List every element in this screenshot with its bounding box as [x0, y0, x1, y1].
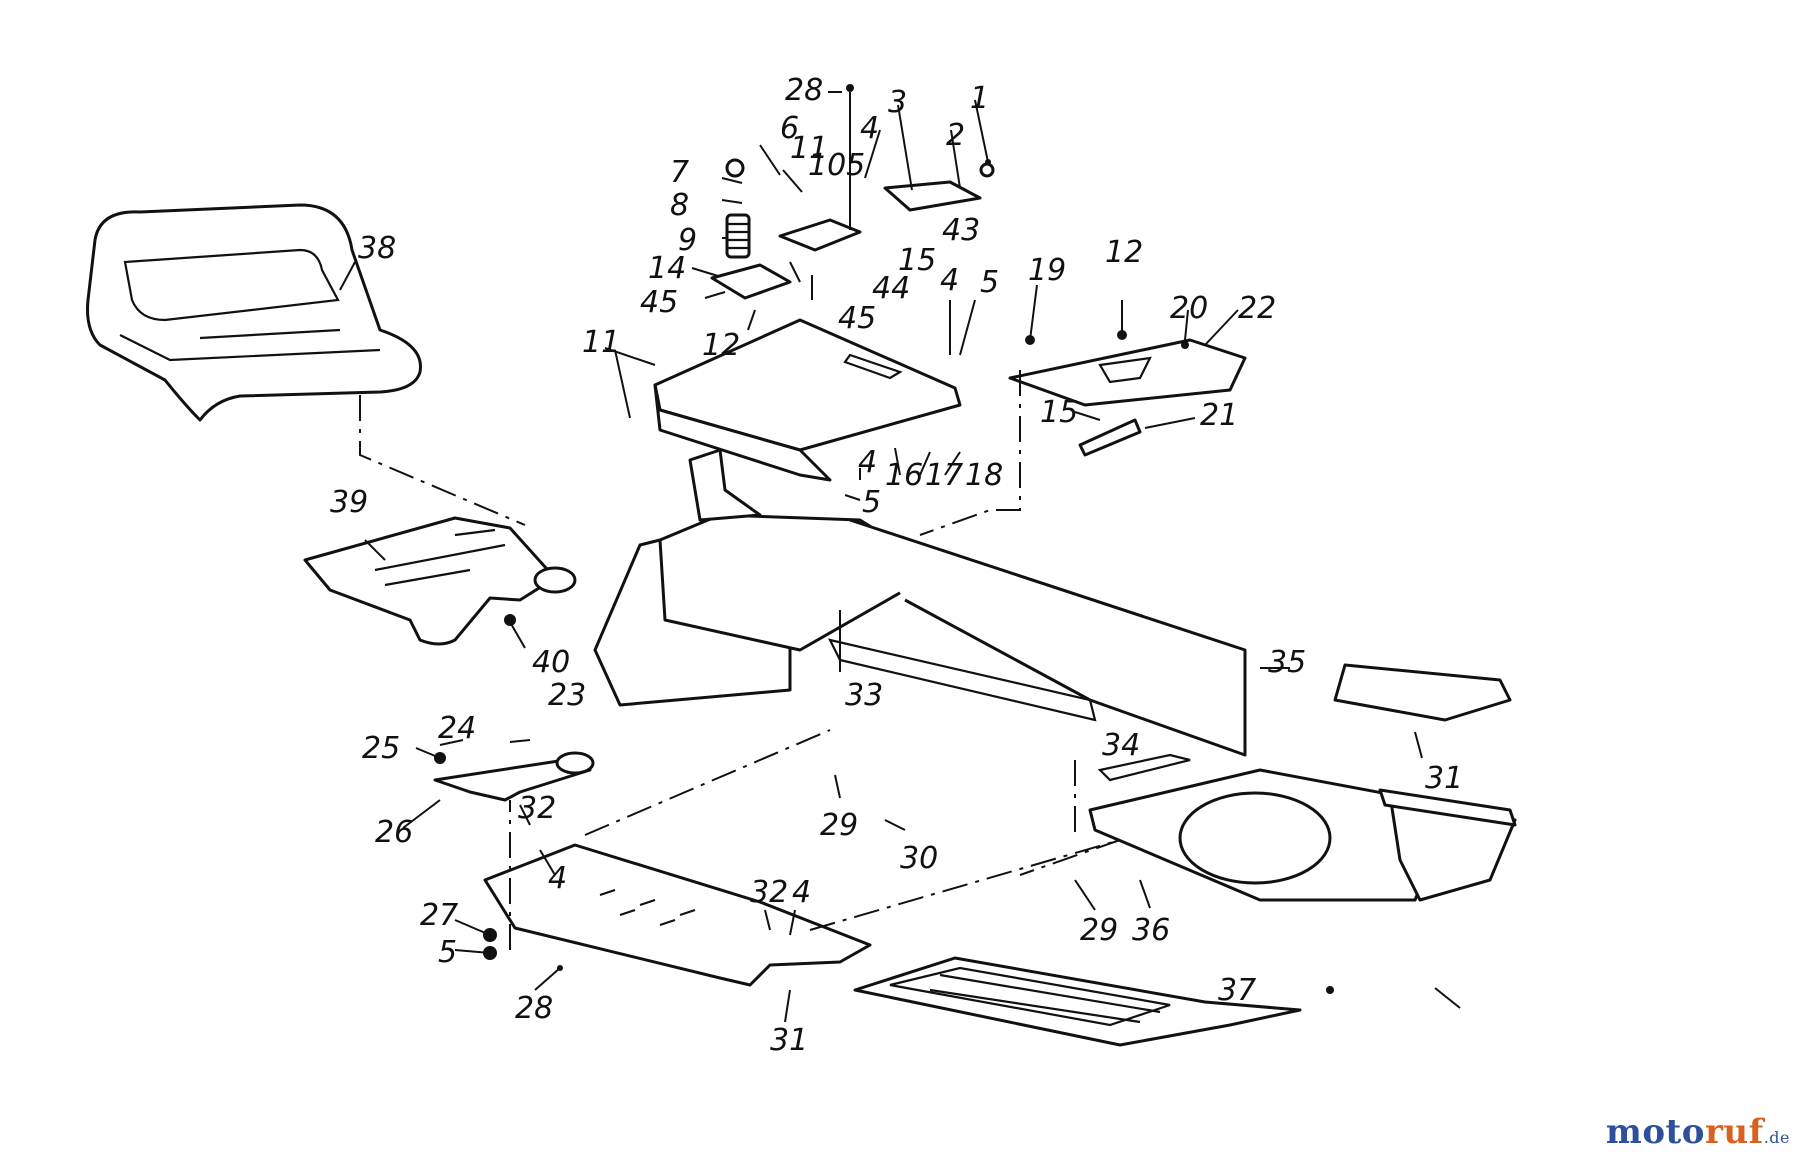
callout-45a: 45	[640, 285, 678, 320]
callout-4d: 4	[548, 861, 567, 896]
callout-2: 2	[946, 118, 965, 153]
callout-29b: 29	[1080, 913, 1118, 948]
callout-31b: 31	[770, 1023, 808, 1058]
callout-43: 43	[942, 213, 980, 248]
callout-38: 38	[358, 231, 396, 266]
leader-lines	[339, 84, 1461, 1023]
callout-18: 18	[965, 458, 1003, 493]
callout-12a: 12	[702, 328, 740, 363]
callout-6: 6	[780, 111, 799, 146]
callout-22: 22	[1238, 291, 1276, 326]
callout-4c: 4	[858, 445, 877, 480]
callout-39: 39	[330, 485, 368, 520]
callout-27: 27	[420, 898, 458, 933]
callout-44: 44	[872, 271, 910, 306]
callout-35: 35	[1268, 645, 1306, 680]
callout-21: 21	[1200, 398, 1238, 433]
callout-105: 105	[808, 148, 865, 183]
callout-32b: 32	[750, 875, 788, 910]
floor-panel-part	[483, 843, 872, 987]
seat-pan-part	[653, 318, 962, 482]
callout-labels: 28 1 3 6 2 4 11 105 7 8 43 9 15 14 44 45…	[330, 73, 1463, 1058]
callout-19: 19	[1028, 253, 1066, 288]
fender-plate-part	[1008, 338, 1247, 457]
callout-16: 16	[885, 458, 923, 493]
bracket-part	[433, 751, 595, 802]
assembly-lines	[359, 370, 1121, 950]
watermark-part3: .de	[1763, 1128, 1790, 1147]
callout-7: 7	[670, 155, 689, 190]
callout-23: 23	[548, 678, 586, 713]
callout-26: 26	[375, 815, 413, 850]
footrest-part	[853, 956, 1302, 1047]
callout-32a: 32	[518, 791, 556, 826]
callout-9: 9	[678, 223, 697, 258]
callout-3: 3	[888, 85, 907, 120]
callout-12b: 12	[1105, 235, 1143, 270]
callout-31a: 31	[1425, 761, 1463, 796]
callout-4e: 4	[792, 875, 811, 910]
watermark-part2: ruf	[1704, 1112, 1764, 1152]
callout-17: 17	[925, 458, 963, 493]
callout-8: 8	[670, 188, 689, 223]
callout-4a: 4	[860, 111, 879, 146]
watermark-logo: motoruf.de	[1606, 1112, 1790, 1152]
callout-5c: 5	[438, 935, 457, 970]
callout-20: 20	[1170, 291, 1208, 326]
callout-33: 33	[845, 678, 883, 713]
spring-assembly-part	[710, 158, 995, 300]
callout-24: 24	[438, 711, 476, 746]
callout-28a: 28	[785, 73, 823, 108]
callout-36: 36	[1132, 913, 1170, 948]
callout-40: 40	[532, 645, 570, 680]
callout-5a: 5	[980, 265, 999, 300]
callout-25: 25	[362, 731, 400, 766]
seat-part	[86, 203, 422, 422]
callout-34: 34	[1102, 728, 1140, 763]
callout-15b: 15	[1040, 395, 1078, 430]
callout-11a: 11	[790, 131, 828, 166]
callout-11b: 11	[582, 325, 620, 360]
callout-15a: 15	[898, 243, 936, 278]
callout-29a: 29	[820, 808, 858, 843]
callout-45b: 45	[838, 301, 876, 336]
callout-37: 37	[1218, 973, 1256, 1008]
watermark-part1: moto	[1605, 1112, 1705, 1152]
main-frame-part	[593, 448, 1512, 757]
callout-14: 14	[648, 251, 686, 286]
callout-5b: 5	[862, 485, 881, 520]
seat-bracket-part	[303, 516, 577, 646]
callout-1: 1	[970, 81, 989, 116]
callout-28b: 28	[515, 991, 553, 1026]
callout-30: 30	[900, 841, 938, 876]
rear-frame-part	[1088, 753, 1517, 902]
callout-4b: 4	[940, 263, 959, 298]
